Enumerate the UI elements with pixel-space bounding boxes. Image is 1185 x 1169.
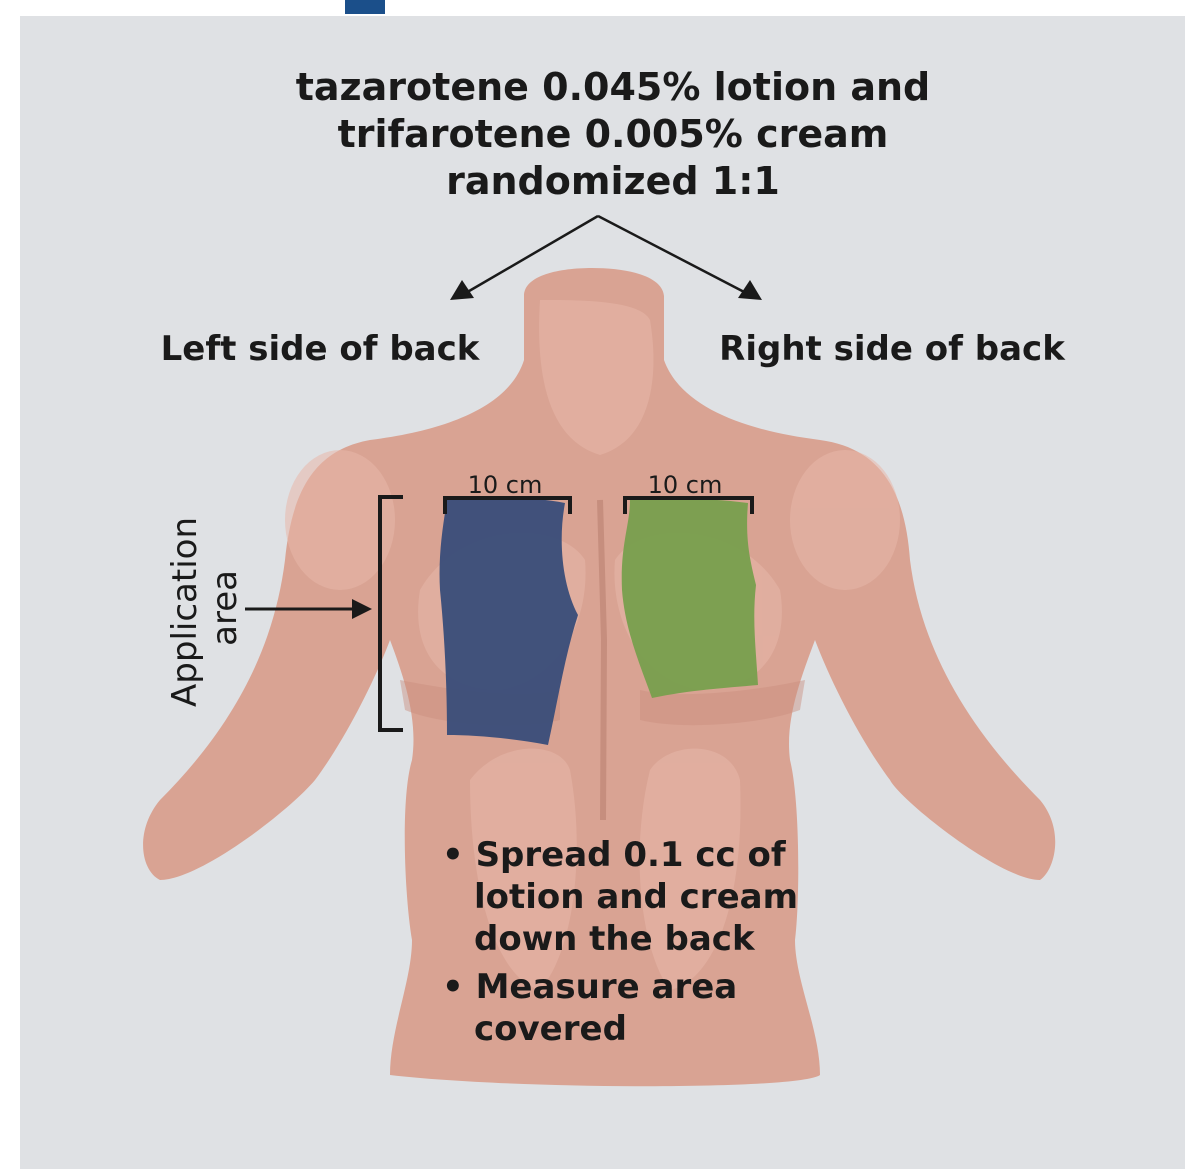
instruction-2-line-1: • Measure area <box>442 967 737 1007</box>
left-side-label: Left side of back <box>161 329 481 369</box>
application-area-label-line1: Application <box>165 517 205 707</box>
right-width-label: 10 cm <box>648 471 723 499</box>
title-line-2: trifarotene 0.005% cream <box>338 112 889 156</box>
title-line-3: randomized 1:1 <box>446 159 780 203</box>
instruction-1-line-3: down the back <box>474 919 756 959</box>
right-application-patch <box>622 499 758 698</box>
instruction-1-line-2: lotion and cream <box>474 877 798 917</box>
left-width-label: 10 cm <box>468 471 543 499</box>
instruction-2-line-2: covered <box>474 1009 627 1049</box>
application-area-label-line2: area <box>205 570 245 646</box>
title-line-1: tazarotene 0.045% lotion and <box>296 65 931 109</box>
instruction-1-line-1: • Spread 0.1 cc of <box>442 835 787 875</box>
right-side-label: Right side of back <box>719 329 1066 369</box>
cropped-heading-fragment <box>345 0 385 14</box>
